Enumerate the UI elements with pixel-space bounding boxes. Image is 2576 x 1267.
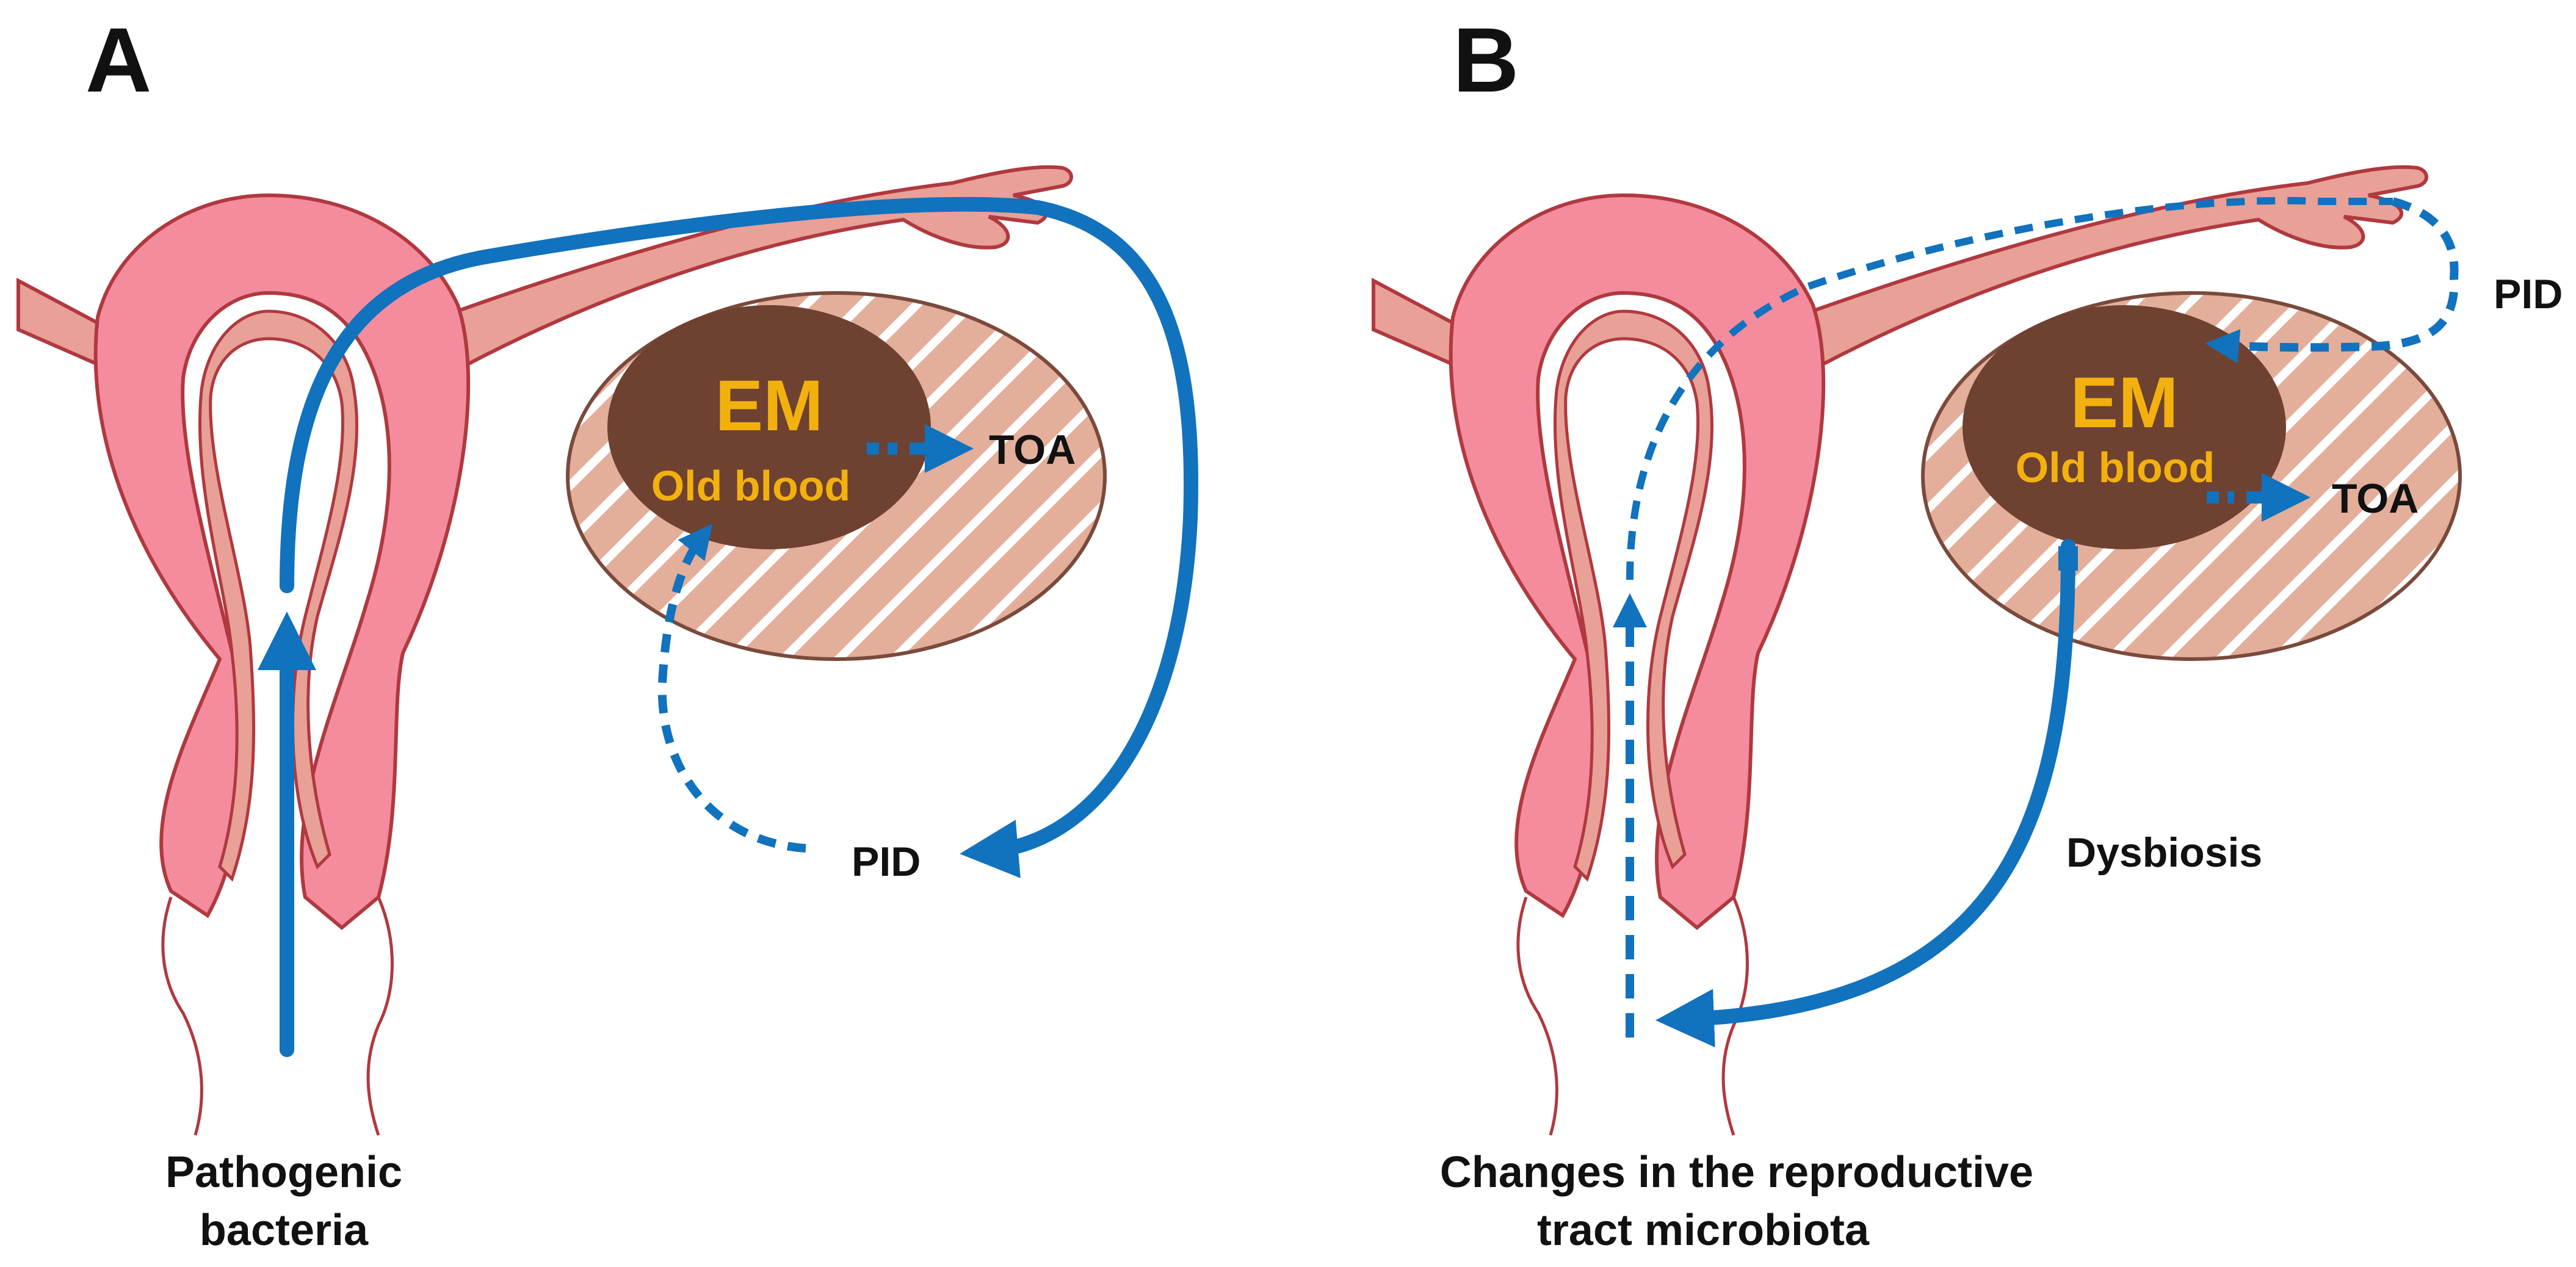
tube-spread-path — [280, 197, 1199, 878]
pid-dashed-arrow-b — [2205, 197, 2459, 364]
panel-a-caption-line2: bacteria — [200, 1206, 369, 1255]
vagina-right-wall-b — [1721, 897, 1749, 1136]
panel-b-caption-line2: tract microbiota — [1537, 1206, 1870, 1255]
dysbiosis-arrow-b — [1655, 539, 2075, 1048]
endometrioma — [607, 305, 931, 549]
pid-to-em-dashed-arrow — [657, 524, 806, 853]
pid-label-b: PID — [2494, 271, 2563, 317]
toa-label: TOA — [989, 427, 1076, 473]
pid-label: PID — [852, 839, 921, 885]
right-fallopian-tube-b — [1792, 165, 2428, 369]
dysbiosis-label: Dysbiosis — [2066, 829, 2262, 876]
toa-label-b: TOA — [2332, 475, 2419, 522]
em-label: EM — [715, 366, 823, 446]
panel-b-caption-line1: Changes in the reproductive — [1440, 1148, 2033, 1197]
panel-a-letter: A — [85, 9, 151, 111]
uterine-lining — [198, 309, 359, 882]
endometrioma-b — [1963, 305, 2286, 549]
microbiota-tube-dashed-b — [1626, 197, 2393, 580]
panel-a-caption-line1: Pathogenic — [165, 1148, 402, 1197]
dysbiosis-origin-marker — [2058, 546, 2078, 571]
panel-b: B EM Old blood TOA PID Dysbiosis — [1372, 9, 2563, 1255]
old-blood-label-b: Old blood — [2016, 444, 2215, 491]
old-blood-label: Old blood — [651, 462, 851, 510]
vagina-left-wall-b — [1516, 897, 1558, 1136]
vagina-left-wall — [161, 897, 203, 1136]
em-label-b: EM — [2071, 363, 2179, 443]
vagina-right-wall — [366, 897, 394, 1136]
panel-b-letter: B — [1453, 9, 1519, 111]
uterine-lining-b — [1554, 309, 1714, 882]
panel-a: A EM Old blood TOA PID Pathogenic bact — [16, 9, 1199, 1255]
